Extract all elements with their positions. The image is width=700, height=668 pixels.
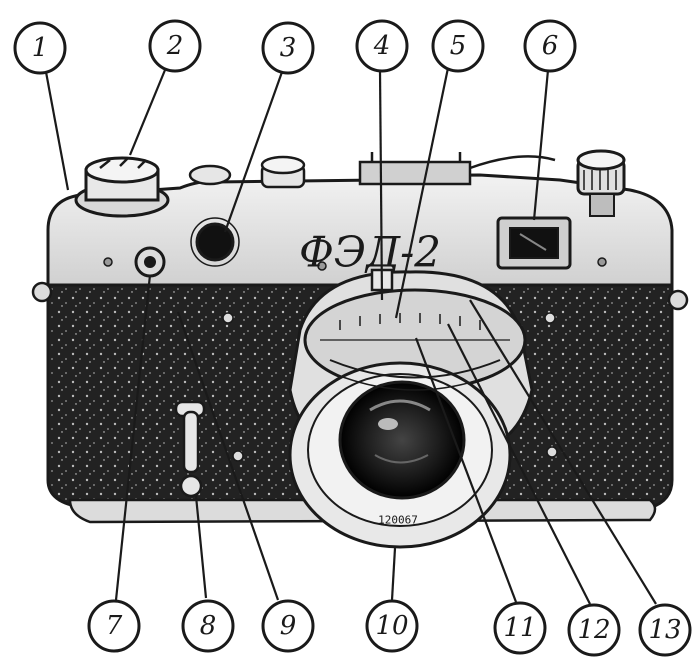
- callout-4-label: 4: [373, 31, 391, 61]
- callout-2-label: 2: [166, 31, 184, 61]
- callout-7-label: 7: [106, 611, 123, 641]
- rewind-knob: [76, 158, 168, 216]
- callout-2: 2: [150, 21, 200, 71]
- callout-10-label: 10: [375, 611, 408, 641]
- callout-9: 9: [263, 601, 313, 651]
- callout-8: 8: [183, 601, 233, 651]
- callout-4: 4: [357, 21, 407, 71]
- callout-5: 5: [433, 21, 483, 71]
- viewfinder-window: [498, 218, 570, 268]
- leader-10: [392, 548, 395, 600]
- callout-6: 6: [525, 21, 575, 71]
- rangefinder-window: [197, 224, 233, 260]
- callout-13-label: 13: [648, 615, 681, 645]
- callout-12-label: 12: [577, 615, 610, 645]
- self-timer-button: [136, 248, 164, 276]
- callout-9-label: 9: [280, 611, 297, 641]
- callout-11: 11: [495, 603, 545, 653]
- callout-5-label: 5: [450, 31, 467, 61]
- callout-1: 1: [15, 23, 65, 73]
- callout-13: 13: [640, 605, 690, 655]
- leader-1: [46, 72, 68, 190]
- callout-3-label: 3: [280, 33, 297, 63]
- callout-10: 10: [367, 601, 417, 651]
- callout-12: 12: [569, 605, 619, 655]
- lens-serial: 120067: [378, 514, 418, 527]
- callout-8-label: 8: [200, 611, 217, 641]
- left-strap-lug: [33, 283, 51, 301]
- brand-marking: ФЭД-2: [299, 228, 441, 277]
- callout-3: 3: [263, 23, 313, 73]
- lens-glass: [340, 382, 464, 498]
- right-strap-lug: [669, 291, 687, 309]
- callout-11-label: 11: [503, 613, 536, 643]
- leader-2: [130, 70, 165, 155]
- callout-1-label: 1: [32, 33, 49, 63]
- callout-6-label: 6: [542, 31, 559, 61]
- callout-7: 7: [89, 601, 139, 651]
